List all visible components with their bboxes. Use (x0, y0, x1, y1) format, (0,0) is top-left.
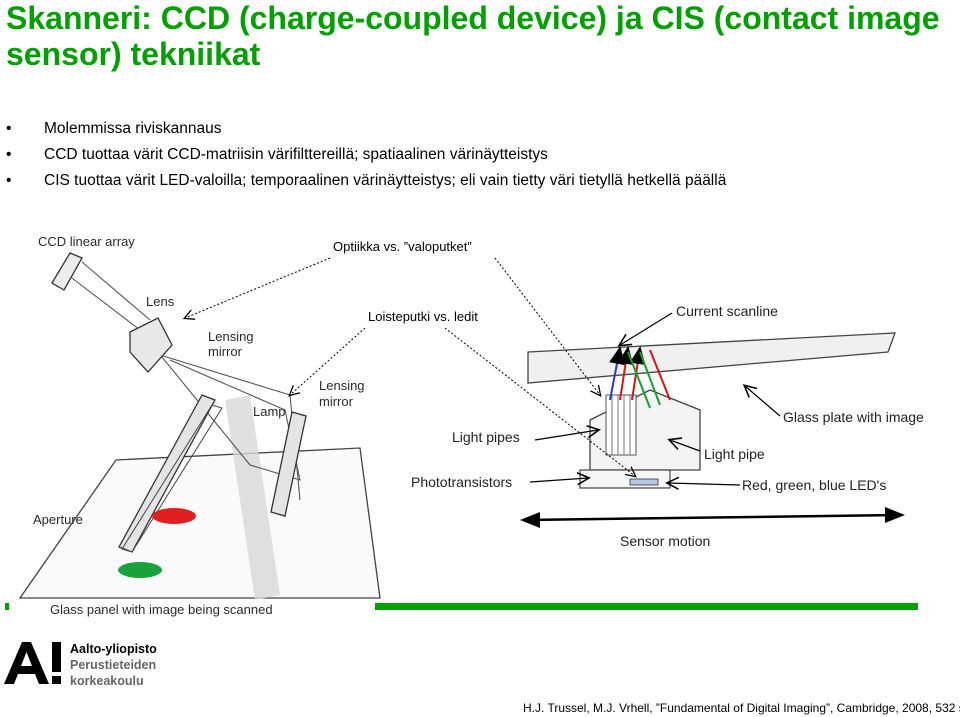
lamps-callout-pointer-left (290, 327, 366, 395)
leds-pointer (668, 483, 741, 485)
sensor-motion-arrow (524, 513, 901, 522)
aperture-label: Aperture (33, 512, 83, 527)
optics-callout-pointer-right (494, 257, 600, 395)
lens-label: Lens (146, 294, 175, 309)
led-strip-shape (629, 478, 659, 486)
light-beam-shape (225, 395, 280, 600)
sensor-motion-label: Sensor motion (620, 533, 710, 549)
bullet-item: • CIS tuottaa värit LED-valoilla; tempora… (6, 168, 726, 194)
red-ray (617, 346, 634, 401)
light-path (67, 274, 301, 481)
lamps-callout-pointer-right (444, 327, 635, 476)
ccd-diagram: CCD linear array Lens Lensing mirror Len… (18, 234, 381, 617)
glass-plate-pointer (745, 386, 781, 417)
aalto-logo-icon (4, 642, 61, 684)
light-pipe-label: Light pipe (704, 446, 765, 462)
current-scanline-label: Current scanline (676, 303, 778, 319)
logo-wordmark: Aalto-yliopisto Perustieteiden korkeakou… (70, 641, 157, 689)
light-pipe-block-shape (605, 394, 637, 456)
source-credit: H.J. Trussel, M.J. Vrhell, ”Fundamental … (523, 701, 960, 715)
lamp-label: Lamp (253, 404, 286, 419)
leds-label: Red, green, blue LED's (742, 477, 886, 493)
bullet-list: • Molemmissa riviskannaus • CCD tuottaa vä… (6, 116, 726, 194)
green-spot-shape (118, 562, 162, 578)
sensor-motion-arrowhead-right (885, 507, 905, 523)
bullet-text: CCD tuottaa värit CCD-matriisin värifilt… (44, 146, 548, 163)
light-pipe-pointer (670, 440, 701, 452)
scanline-pointer (620, 312, 673, 345)
phototransistors-pointer (529, 478, 588, 482)
logo-line3: korkeakoulu (70, 674, 144, 688)
ccd-linear-array-label: CCD linear array (38, 234, 135, 249)
page-title: Skanneri: CCD (charge-coupled device) ja… (6, 0, 940, 72)
lensing-mirror-2-label-line1: Lensing (319, 378, 365, 393)
sensor-motion-arrowhead-left (520, 512, 540, 528)
phototransistors-label: Phototransistors (411, 474, 512, 490)
aperture-shape (121, 404, 223, 553)
bullet-icon: • (6, 172, 12, 189)
glass-panel-label: Glass panel with image being scanned (50, 602, 273, 617)
glass-plate-label: Glass plate with image (783, 409, 924, 425)
mirror-shape (270, 411, 307, 517)
green-ray (627, 351, 651, 409)
light-path (159, 354, 291, 396)
lensing-mirror-2-label-line2: mirror (319, 394, 354, 409)
light-path (81, 261, 151, 321)
ccd-array-shape (51, 252, 83, 291)
accent-bar-small (5, 603, 9, 610)
optics-callout: Optiikka vs. ”valoputket” (333, 239, 472, 254)
bullet-item: • Molemmissa riviskannaus (6, 116, 726, 142)
cis-diagram: Current scanline Glass plate with image … (411, 303, 924, 549)
logo-line1: Aalto-yliopisto (70, 642, 157, 656)
light-pipes-pointer (534, 430, 598, 441)
lensing-mirror-1-label-line1: Lensing (208, 329, 254, 344)
lens-shape (129, 317, 173, 373)
bullet-icon: • (6, 120, 12, 137)
logo-line2: Perustieteiden (70, 658, 157, 672)
green-ray (639, 351, 661, 406)
accent-bar (375, 603, 918, 610)
light-pipes-label: Light pipes (452, 429, 520, 445)
lamps-callout: Loisteputki vs. ledit (368, 309, 478, 324)
red-spot-shape (152, 508, 196, 524)
red-ray (649, 349, 671, 401)
bullet-item: • CCD tuottaa värit CCD-matriisin värifil… (6, 142, 726, 168)
bullet-text: CIS tuottaa värit LED-valoilla; temporaa… (44, 172, 727, 189)
lensing-mirror-1-label-line2: mirror (208, 344, 243, 359)
glass-plate-shape (527, 332, 896, 384)
callouts: Optiikka vs. ”valoputket” Loisteputki vs… (185, 239, 635, 476)
optics-callout-pointer-left (185, 257, 331, 318)
bullet-text: Molemmissa riviskannaus (44, 120, 222, 137)
bullet-icon: • (6, 146, 12, 163)
